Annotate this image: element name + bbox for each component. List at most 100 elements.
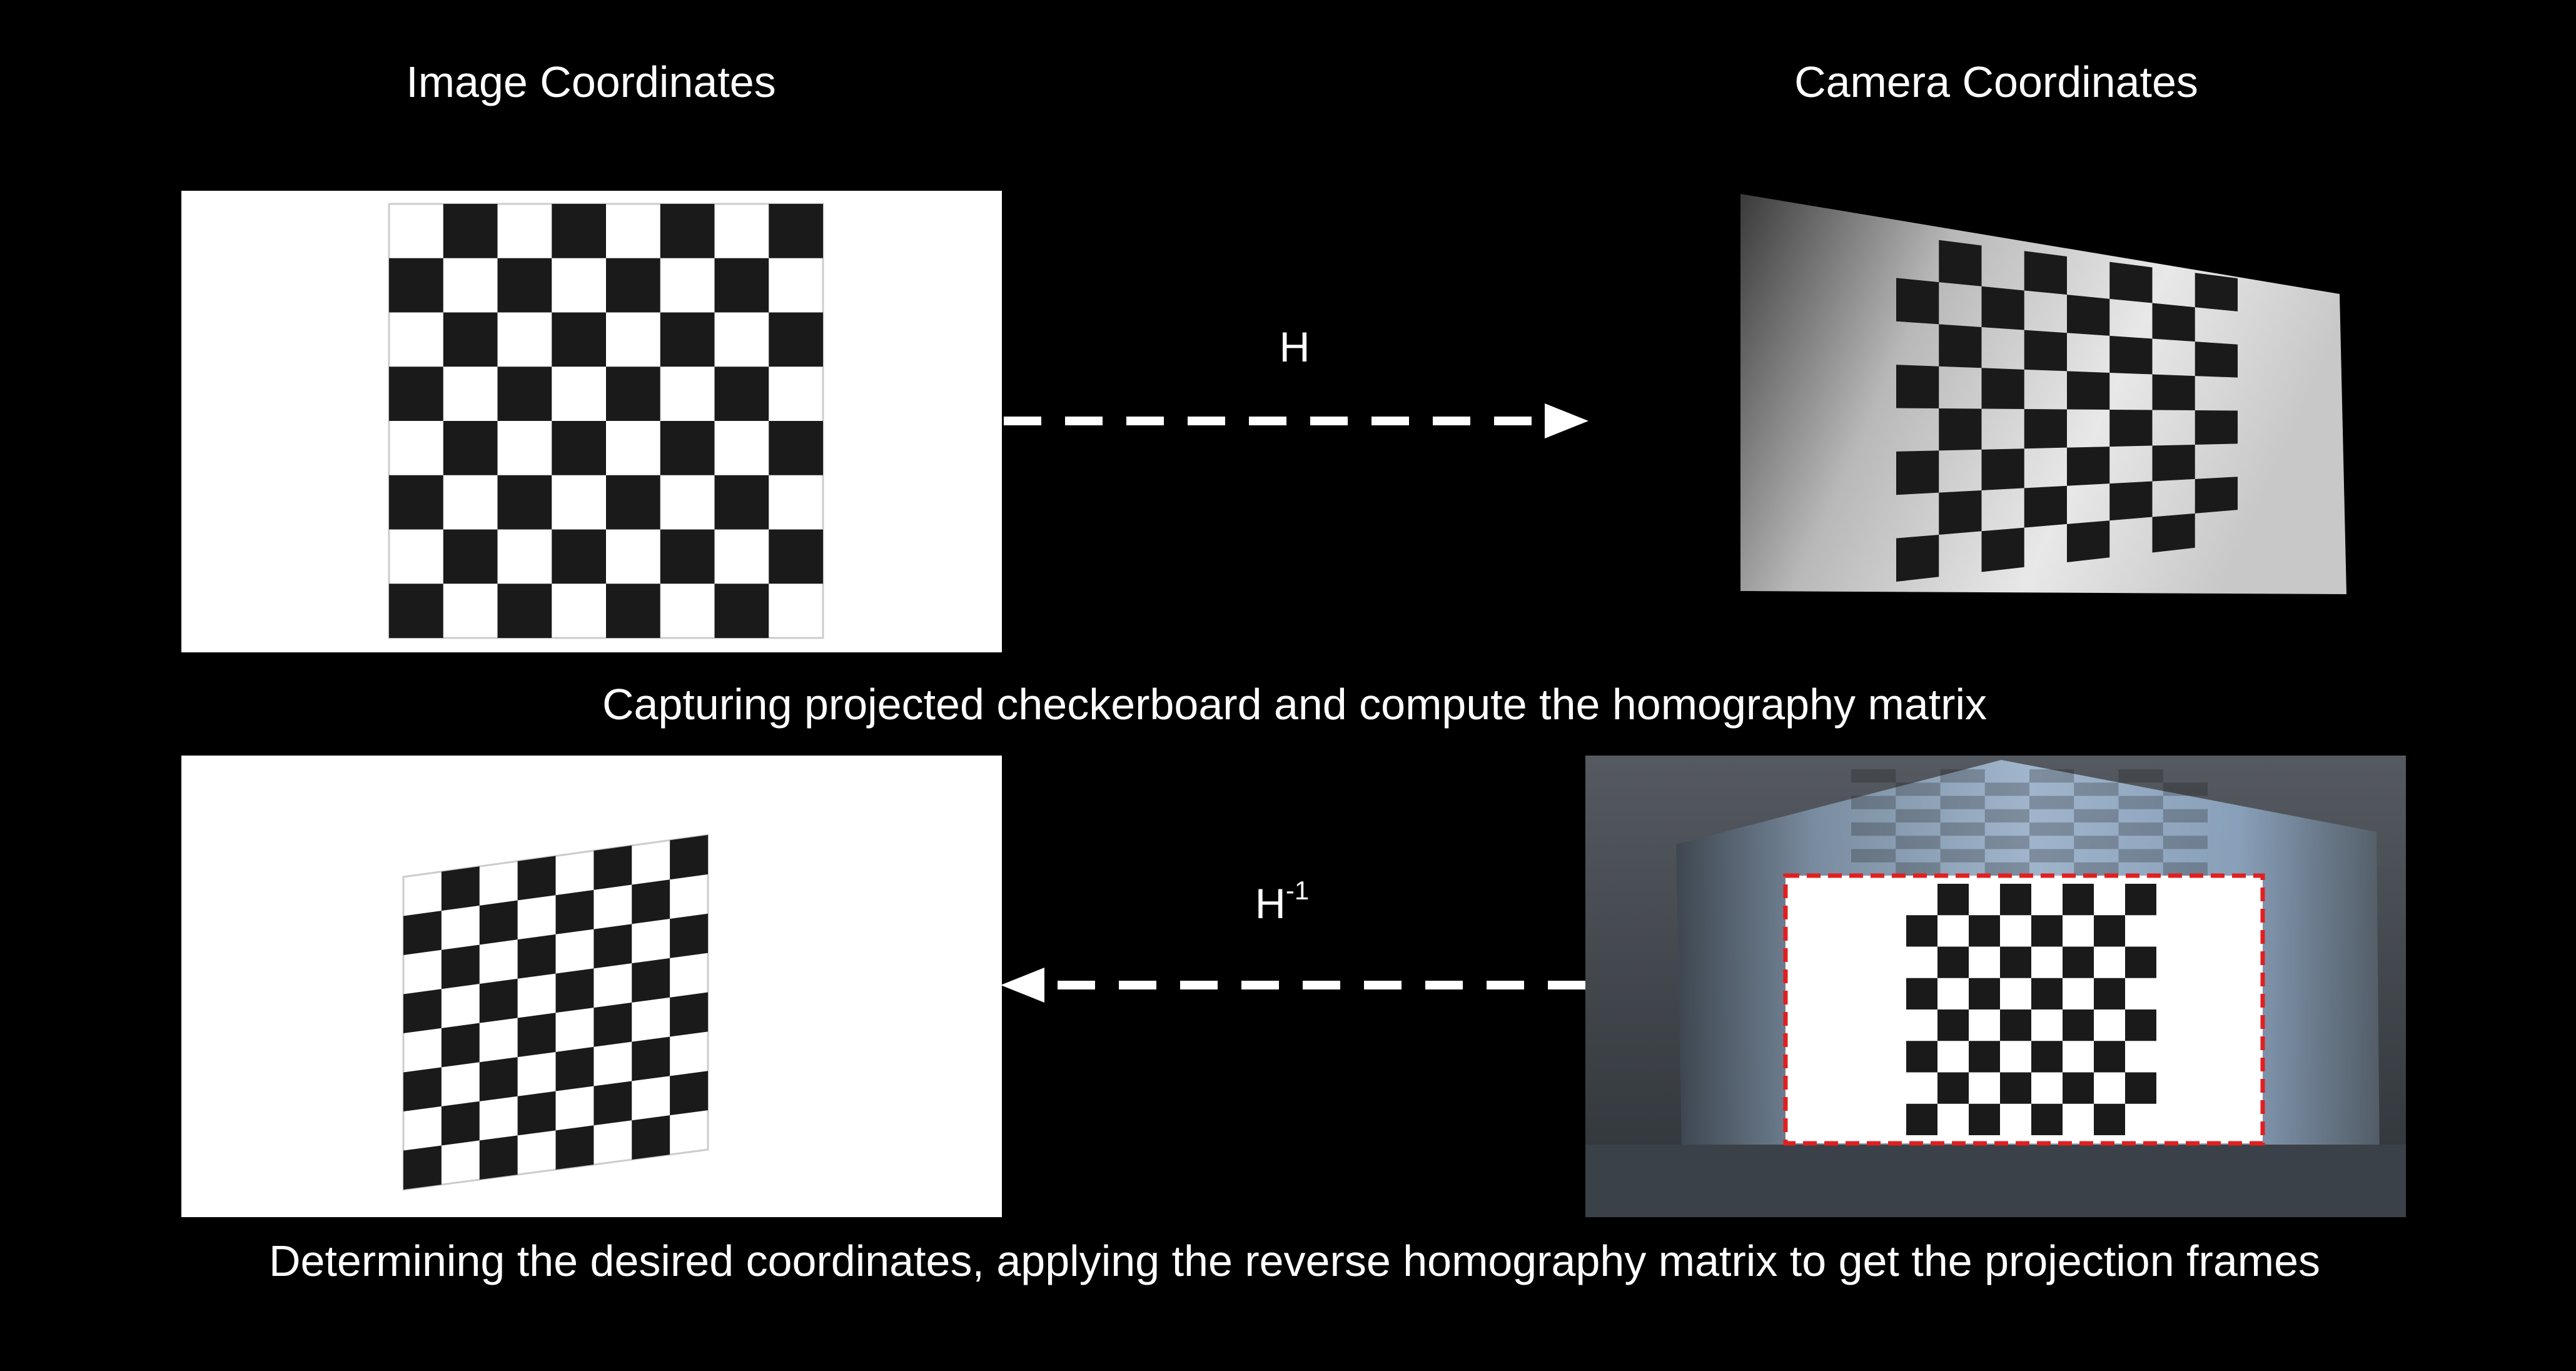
camera-checker-square: [1939, 240, 1982, 286]
camera-checker-square: [2109, 481, 2153, 521]
warped-checker-square: [632, 879, 670, 924]
image-checker-square: [660, 421, 715, 475]
roi-checker-square: [1906, 915, 1937, 947]
image-checker-square: [714, 367, 769, 421]
ghost-checker-square: [1851, 769, 1896, 783]
camera-checker-square: [2152, 303, 2195, 342]
roi-checker-square: [2000, 946, 2031, 978]
roi-checker-square: [2000, 1072, 2031, 1104]
camera-checker-square: [2195, 273, 2238, 311]
roi-checker-square: [2125, 1009, 2156, 1041]
roi-checker-square: [1937, 1009, 1969, 1041]
warped-checker-square: [555, 1046, 594, 1091]
ghost-checker-square: [2029, 849, 2074, 863]
image-checker-square: [389, 367, 443, 421]
roi-checker-square: [1906, 1103, 1937, 1135]
camera-checker-square: [2024, 251, 2067, 295]
image-checker-square: [389, 475, 443, 530]
warped-checker-square: [441, 944, 480, 989]
camera-checker-square: [2195, 341, 2238, 378]
camera-coordinates-panel: [1740, 194, 2346, 594]
image-checker-square: [606, 475, 660, 530]
warped-checker-square: [403, 1067, 442, 1111]
ghost-checker-square: [2118, 769, 2163, 783]
camera-checker-square: [2109, 261, 2153, 303]
forward-arrow-label: H: [1279, 323, 1310, 371]
ghost-checker-square: [1984, 782, 2029, 796]
warped-checker-square: [479, 900, 518, 945]
roi-checker-square: [2063, 1009, 2094, 1041]
roi-checker-square: [1969, 978, 2000, 1009]
roi-checker-square: [1937, 884, 1969, 916]
warped-checker-square: [403, 911, 442, 955]
camera-checker-square: [2024, 330, 2067, 372]
image-checker-square: [606, 258, 660, 313]
warped-checker-square: [517, 856, 556, 901]
ghost-checker-square: [1851, 849, 1896, 863]
warped-checker-square: [632, 958, 670, 1003]
image-checker-square: [552, 421, 606, 475]
image-checker-square: [552, 312, 606, 367]
forward-arrow-head: [1545, 403, 1589, 438]
roi-checker-square: [2125, 1072, 2156, 1104]
camera-checker-square: [1896, 365, 1939, 408]
warped-checker-square: [593, 1081, 632, 1126]
roi-checker-square: [2125, 884, 2156, 916]
roi-checker-square: [2094, 978, 2125, 1009]
roi-checker-square: [2031, 1103, 2063, 1135]
roi-checker-square: [2094, 1103, 2125, 1135]
ghost-checker-square: [2118, 822, 2163, 836]
warped-checker-square: [441, 1101, 480, 1146]
image-checker-square: [497, 367, 552, 421]
ghost-checker-square: [2163, 836, 2208, 849]
image-coordinates-title: Image Coordinates: [406, 58, 775, 106]
warped-checker-square: [555, 1125, 594, 1170]
ghost-checker-square: [2163, 809, 2208, 822]
warped-checker-square: [632, 1115, 670, 1160]
image-checker-square: [660, 204, 715, 258]
image-checker-square: [497, 584, 552, 638]
ghost-checker-square: [1984, 862, 2029, 876]
camera-checker-square: [1981, 527, 2024, 572]
ghost-checker-square: [1896, 809, 1941, 822]
ghost-checker-square: [2074, 782, 2119, 796]
scene-ghost-checkerboard: [1851, 769, 2208, 876]
ghost-checker-square: [2074, 862, 2119, 876]
scene-floor: [1585, 1145, 2406, 1217]
image-checker-square: [389, 584, 443, 638]
ghost-checker-square: [1940, 796, 1985, 809]
ghost-checker-square: [2074, 809, 2119, 822]
projection-frame-panel: [181, 756, 1002, 1217]
warped-checker-square: [593, 845, 632, 890]
roi-checker-square: [1969, 915, 2000, 947]
camera-coordinates-title: Camera Coordinates: [1794, 58, 2198, 106]
warped-checker-square: [593, 924, 632, 969]
camera-checker-square: [2067, 447, 2110, 486]
warped-checker-square: [593, 1002, 632, 1047]
warped-checker-square: [670, 992, 708, 1037]
roi-checker-square: [2125, 946, 2156, 978]
ghost-checker-square: [2163, 862, 2208, 876]
camera-checker-square: [1939, 408, 1982, 451]
image-checker-square: [497, 258, 552, 313]
caption-top: Capturing projected checkerboard and com…: [602, 680, 1987, 729]
roi-checker-square: [2031, 1041, 2063, 1073]
warped-checker-square: [479, 978, 518, 1023]
camera-checker-square: [1896, 450, 1939, 495]
image-checkerboard: [388, 203, 824, 639]
image-checker-square: [769, 421, 823, 475]
image-checker-square: [606, 367, 660, 421]
ghost-checker-square: [2029, 822, 2074, 836]
camera-checker-square: [1939, 490, 1982, 535]
roi-checker-square: [2094, 915, 2125, 947]
warped-checker-square: [441, 1023, 480, 1068]
roi-checker-square: [2031, 915, 2063, 947]
warped-checker-square: [403, 1145, 442, 1190]
roi-checker-square: [1969, 1041, 2000, 1073]
warped-checker-square: [555, 889, 594, 934]
camera-checker-square: [1896, 534, 1939, 582]
ghost-checker-square: [1896, 782, 1941, 796]
image-checker-square: [714, 584, 769, 638]
